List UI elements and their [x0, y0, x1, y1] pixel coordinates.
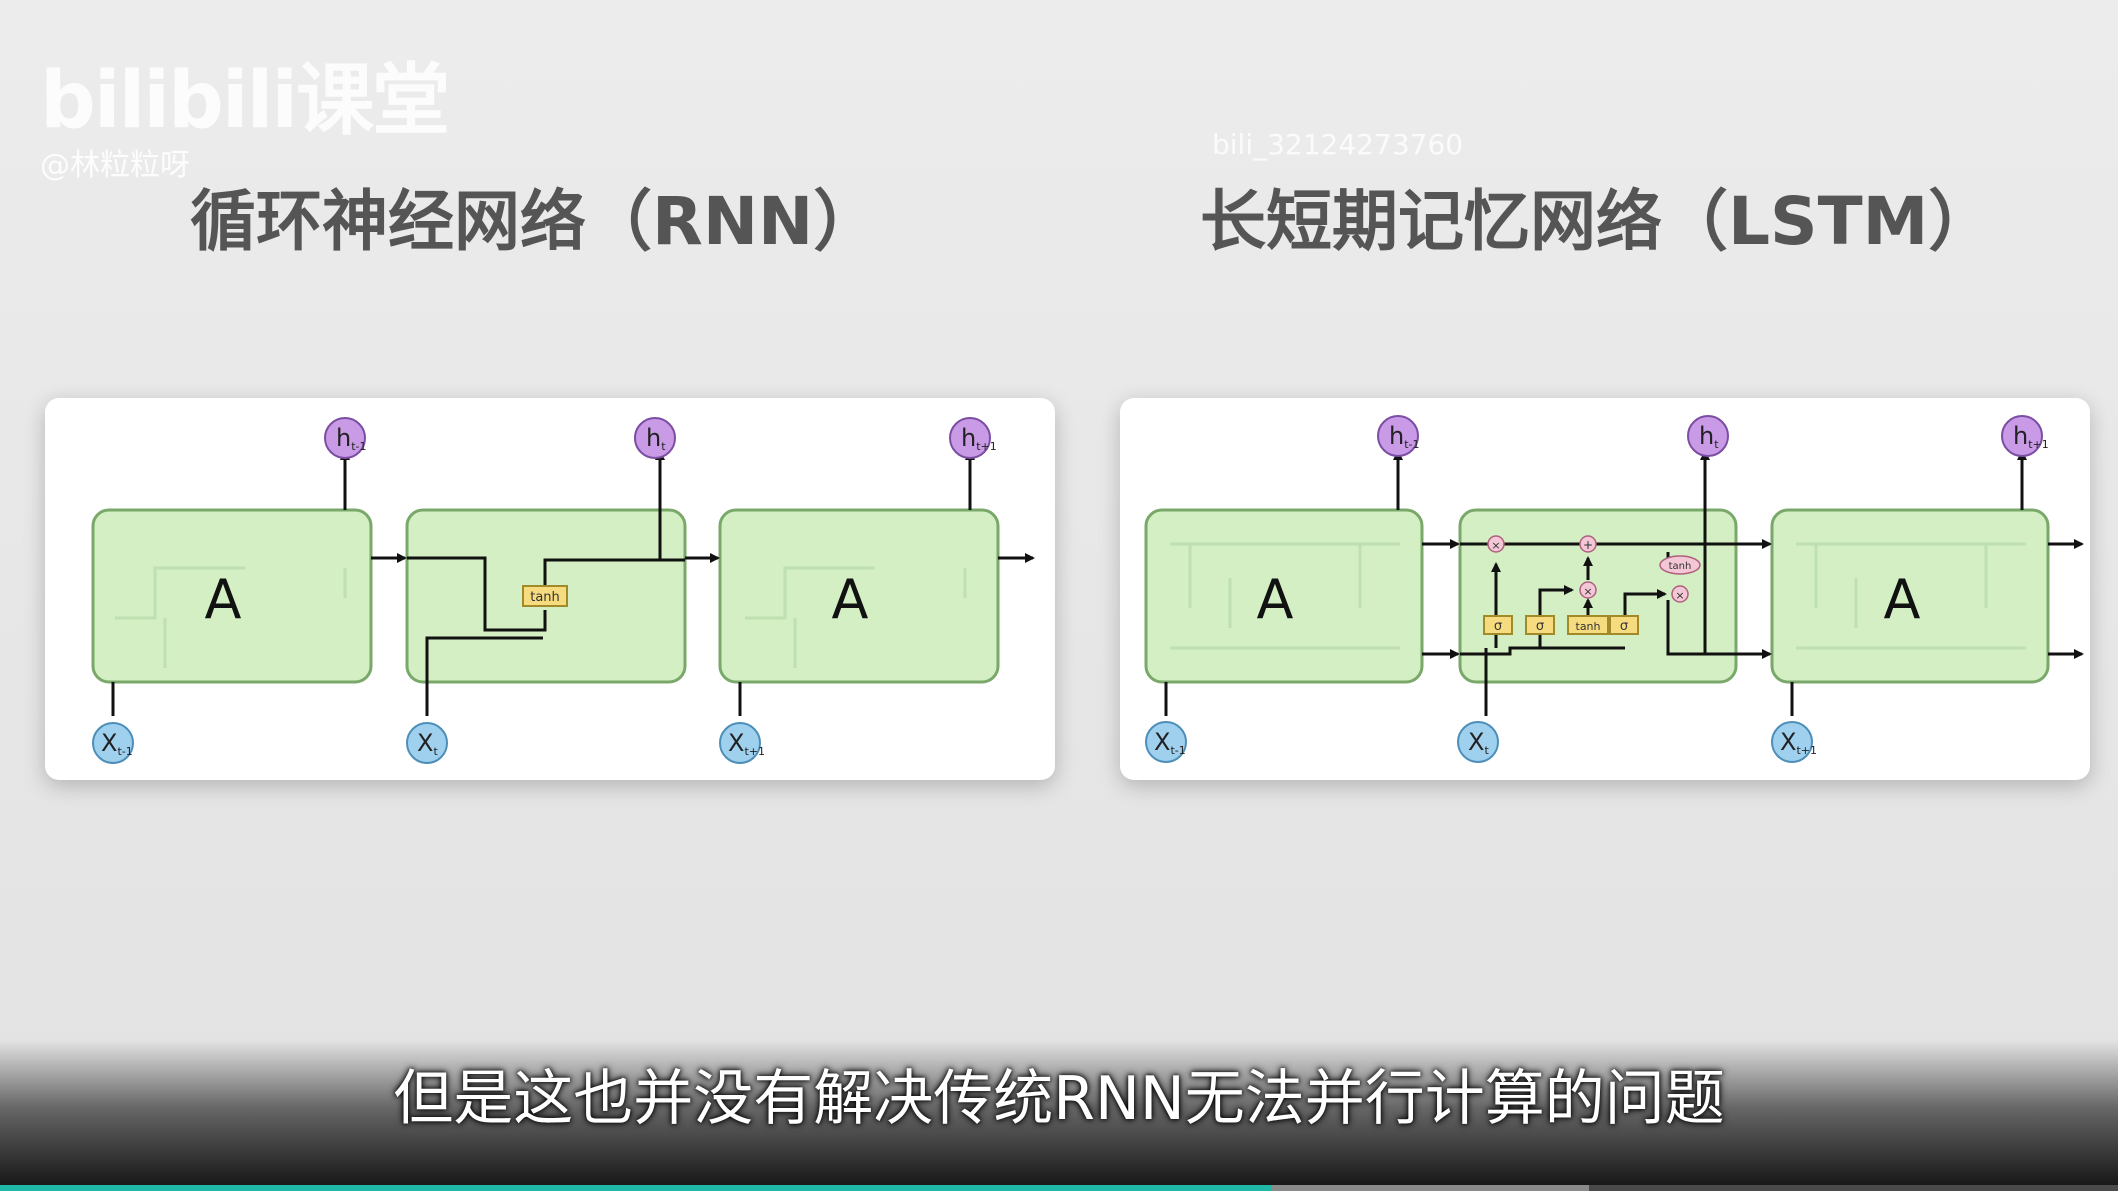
video-subtitle: 但是这也并没有解决传统RNN无法并行计算的问题: [393, 1064, 1725, 1134]
id-watermark: bili_32124273760: [1212, 128, 1464, 161]
lstm-title: 长短期记忆网络（LSTM）: [1200, 183, 1995, 260]
lstm-gate-forget: [1483, 615, 1513, 635]
lstm-input-x1: Xt-1: [1154, 728, 1186, 757]
rnn-output-h1: ht-1: [336, 424, 367, 453]
lstm-gate-forget-label: σ: [1494, 619, 1502, 634]
lstm-output-h2: ht: [1699, 422, 1719, 451]
lstm-input-x3: Xt+1: [1780, 728, 1817, 757]
video-progress-bar[interactable]: [0, 1185, 2118, 1191]
lstm-gate-output-label: σ: [1620, 619, 1628, 634]
lstm-cell-middle: [1458, 508, 1738, 684]
lstm-gate-candidate: [1567, 615, 1609, 635]
lstm-cell-right: [1770, 508, 2050, 684]
lstm-output-h3: ht+1: [2013, 422, 2049, 451]
lstm-cell-right-label: A: [1884, 568, 1921, 631]
rnn-output-h3: ht+1: [961, 424, 997, 453]
rnn-tanh-gate: [522, 585, 568, 607]
bilibili-logo: bilibili课堂: [40, 56, 450, 146]
rnn-diagram-panel: A A tanh ht-1 ht ht+1 Xt-1 Xt Xt+1: [45, 398, 1055, 780]
rnn-tanh-label: tanh: [530, 590, 560, 605]
lstm-diagram: A A σ σ tanh σ × + ×: [1144, 415, 2084, 763]
progress-played: [0, 1185, 1271, 1191]
lstm-op-plus: +: [1583, 538, 1593, 552]
progress-buffered: [1271, 1185, 1589, 1191]
lstm-cell-left-label: A: [1257, 568, 1294, 631]
lstm-diagram-panel: A A σ σ tanh σ × + ×: [1120, 398, 2090, 780]
lstm-gate-output: [1609, 615, 1639, 635]
rnn-cell-left: [91, 508, 373, 684]
lstm-op-input-times: ×: [1583, 585, 1592, 598]
rnn-cell-right: [718, 508, 1000, 684]
lstm-op-output-times: ×: [1675, 589, 1684, 602]
lstm-cell-left: [1144, 508, 1424, 684]
rnn-title: 循环神经网络（RNN）: [190, 183, 880, 260]
lstm-gate-input: [1525, 615, 1555, 635]
lstm-gate-input-label: σ: [1536, 619, 1544, 634]
rnn-cell-left-label: A: [205, 568, 242, 631]
rnn-cell-right-label: A: [832, 568, 869, 631]
rnn-output-h2: ht: [646, 424, 666, 453]
lstm-output-h1: ht-1: [1389, 422, 1420, 451]
lstm-input-x2: Xt: [1468, 728, 1489, 757]
lstm-op-tanh: tanh: [1669, 561, 1692, 572]
rnn-diagram: A A tanh ht-1 ht ht+1 Xt-1 Xt Xt+1: [91, 417, 1035, 764]
rnn-input-x1: Xt-1: [101, 729, 133, 758]
lstm-gate-candidate-label: tanh: [1576, 620, 1601, 633]
lstm-op-forget-times: ×: [1491, 539, 1500, 552]
rnn-input-x2: Xt: [417, 729, 438, 758]
uploader-watermark: @林粒粒呀: [40, 148, 190, 183]
subtitle-shade: [0, 1040, 2118, 1191]
rnn-input-x3: Xt+1: [728, 729, 765, 758]
